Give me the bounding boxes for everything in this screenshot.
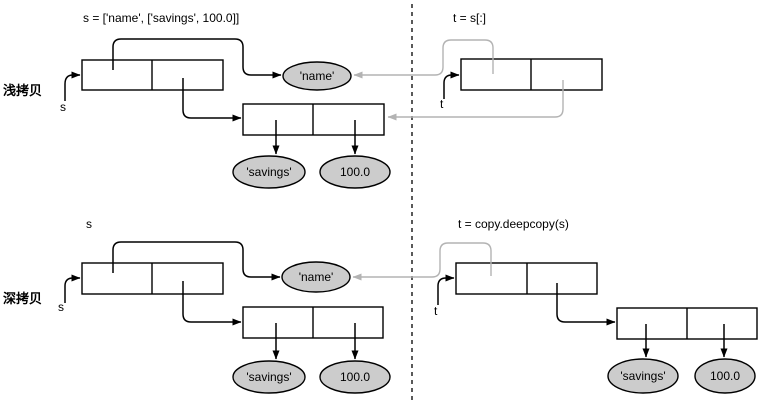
- deep-s-amount-label: 100.0: [340, 370, 370, 384]
- deep-t-savings-label: 'savings': [620, 369, 665, 383]
- deep-name-label: 'name': [299, 270, 334, 284]
- deep-s-savings-label: 'savings': [246, 370, 291, 384]
- deep-s-item0-to-name-arrow: [112, 241, 281, 281]
- deep-s-var-label: s: [58, 300, 64, 314]
- deep-t-pointer-arrow: [437, 274, 455, 305]
- shallow-s-item1-to-sublist-arrow: [182, 78, 242, 122]
- deep-s-savings-ellipse: [232, 360, 306, 394]
- shallow-t-item1-to-sublist-arrow: [387, 80, 564, 121]
- deep-s-amount-ellipse: [319, 360, 391, 394]
- shallow-s-item0-to-name-arrow: [112, 38, 282, 79]
- deep-s-expression: s: [86, 217, 92, 231]
- shallow-t-pointer-arrow: [443, 71, 460, 99]
- shallow-savings-ellipse: [232, 155, 306, 189]
- shallow-s-expression: s = ['name', ['savings', 100.0]]: [83, 11, 239, 25]
- deep-t-amount-label: 100.0: [710, 369, 740, 383]
- deep-t-expression: t = copy.deepcopy(s): [458, 217, 569, 231]
- shallow-savings-label: 'savings': [246, 165, 291, 179]
- deep-name-ellipse: [281, 261, 351, 293]
- deep-t-item0-to-name-arrow: [352, 242, 492, 281]
- deep-t-var-label: t: [434, 304, 438, 318]
- shallow-s-pointer-arrow: [64, 71, 81, 101]
- deep-t-savings-ellipse: [607, 358, 679, 394]
- shallow-s-var-label: s: [60, 100, 66, 114]
- shallow-name-ellipse: [282, 61, 352, 91]
- shallow-t-var-label: t: [440, 97, 444, 111]
- deep-s-item1-to-sublist-arrow: [182, 281, 242, 326]
- deep-t-amount-ellipse: [694, 358, 756, 394]
- deep-s-pointer-arrow: [64, 274, 81, 303]
- shallow-amount-label: 100.0: [340, 165, 370, 179]
- deep-t-item1-to-sublist-arrow: [556, 283, 616, 326]
- shallow-t-item0-to-name-arrow: [353, 39, 494, 79]
- shallow-amount-ellipse: [319, 155, 391, 189]
- shallow-name-label: 'name': [300, 69, 335, 83]
- shallow-t-expression: t = s[:]: [453, 11, 486, 25]
- deep-section-label: 深拷贝: [3, 291, 42, 306]
- shallow-copy-section: 浅拷贝 s = ['name', ['savings', 100.0]] t =…: [3, 11, 603, 189]
- deep-copy-section: 深拷贝 s t = copy.deepcopy(s) s 'name' 'sav…: [3, 217, 758, 394]
- shallow-section-label: 浅拷贝: [3, 83, 42, 98]
